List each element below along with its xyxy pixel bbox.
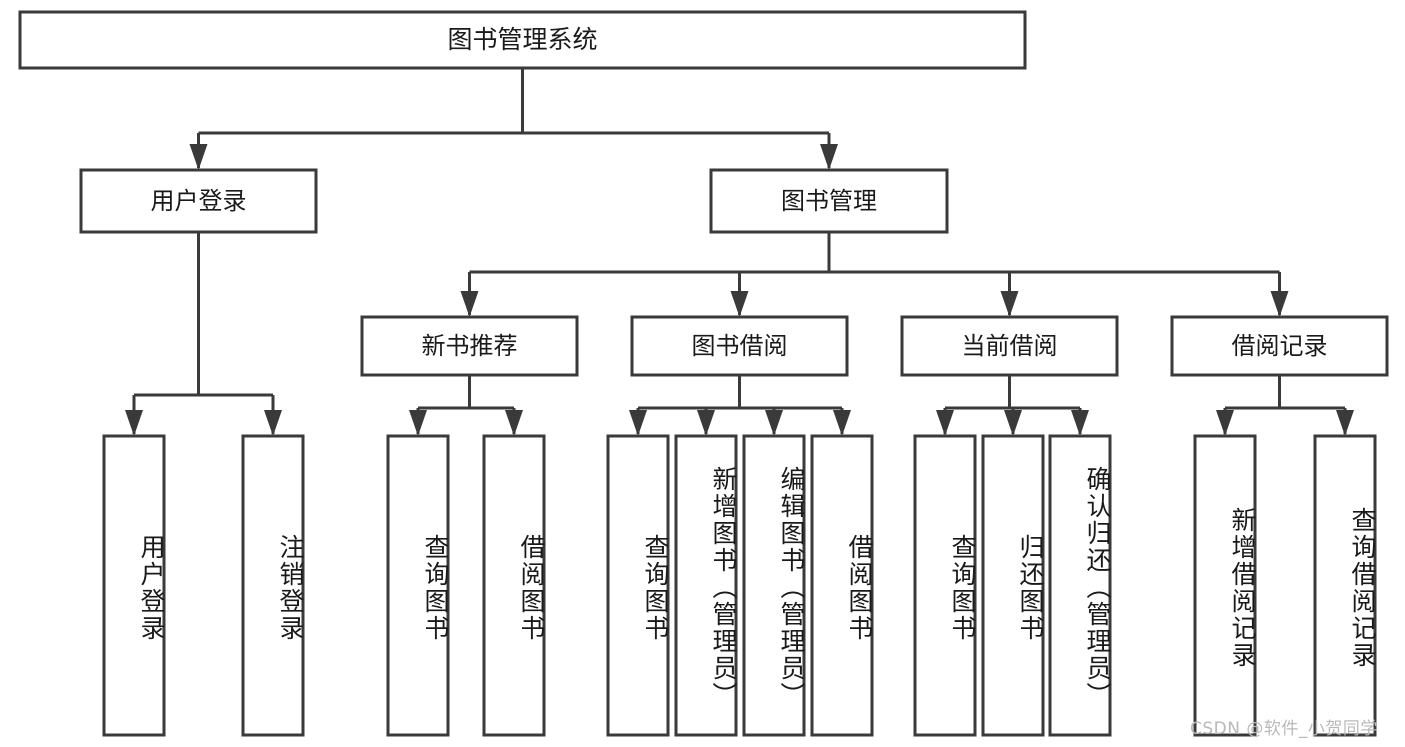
node-root-label: 图书管理系统 [447,25,597,54]
node-leaf-2[interactable] [386,434,450,737]
node-level2-label-1: 图书管理 [781,187,877,215]
node-level3-label-0: 新书推荐 [422,332,518,360]
arrow-head-icon [1270,291,1289,317]
arrow-head-icon [730,291,749,317]
arrow-head-icon [505,410,523,436]
arrow-head-icon [833,410,851,436]
arrow-head-icon [1004,410,1022,436]
arrow-head-icon [1336,410,1354,436]
arrow-head-icon [820,144,838,170]
arrow-head-icon [264,410,282,436]
node-box-layer [18,10,1389,737]
connector-layer [125,68,1354,436]
node-leaf-0[interactable] [102,434,166,737]
node-level3-label-2: 当前借阅 [962,332,1058,360]
node-leaf-11[interactable] [1193,434,1257,737]
node-leaf-8[interactable] [913,434,977,737]
node-level3-1[interactable] [630,315,849,377]
arrow-head-icon [936,410,954,436]
node-level3-label-1: 图书借阅 [692,332,788,360]
watermark: CSDN @软件_小贺同学 [1190,719,1378,739]
arrow-head-icon [629,410,647,436]
arrow-head-icon [765,410,783,436]
node-leaf-3[interactable] [482,434,546,737]
arrow-head-icon [409,410,427,436]
node-leaf-6[interactable] [742,434,806,737]
arrow-head-icon [460,291,479,317]
node-leaf-4[interactable] [606,434,670,737]
node-leaf-7[interactable] [810,434,874,737]
arrow-head-icon [1071,410,1089,436]
node-leaf-12[interactable] [1313,434,1377,737]
node-level3-2[interactable] [900,315,1119,377]
node-level3-3[interactable] [1170,315,1389,377]
arrow-head-icon [1000,291,1019,317]
arrow-head-icon [125,410,143,436]
node-level2-0[interactable] [79,168,318,234]
node-root[interactable] [18,10,1027,70]
node-level3-label-3: 借阅记录 [1232,332,1328,360]
arrow-head-icon [1216,410,1234,436]
node-leaf-1[interactable] [241,434,305,737]
node-level3-0[interactable] [360,315,579,377]
arrow-head-icon [697,410,715,436]
arrow-head-icon [189,144,208,170]
node-level2-1[interactable] [709,168,949,234]
node-leaf-5[interactable] [674,434,738,737]
node-level2-label-0: 用户登录 [151,187,247,215]
node-leaf-9[interactable] [981,434,1045,737]
node-leaf-10[interactable] [1048,434,1112,737]
